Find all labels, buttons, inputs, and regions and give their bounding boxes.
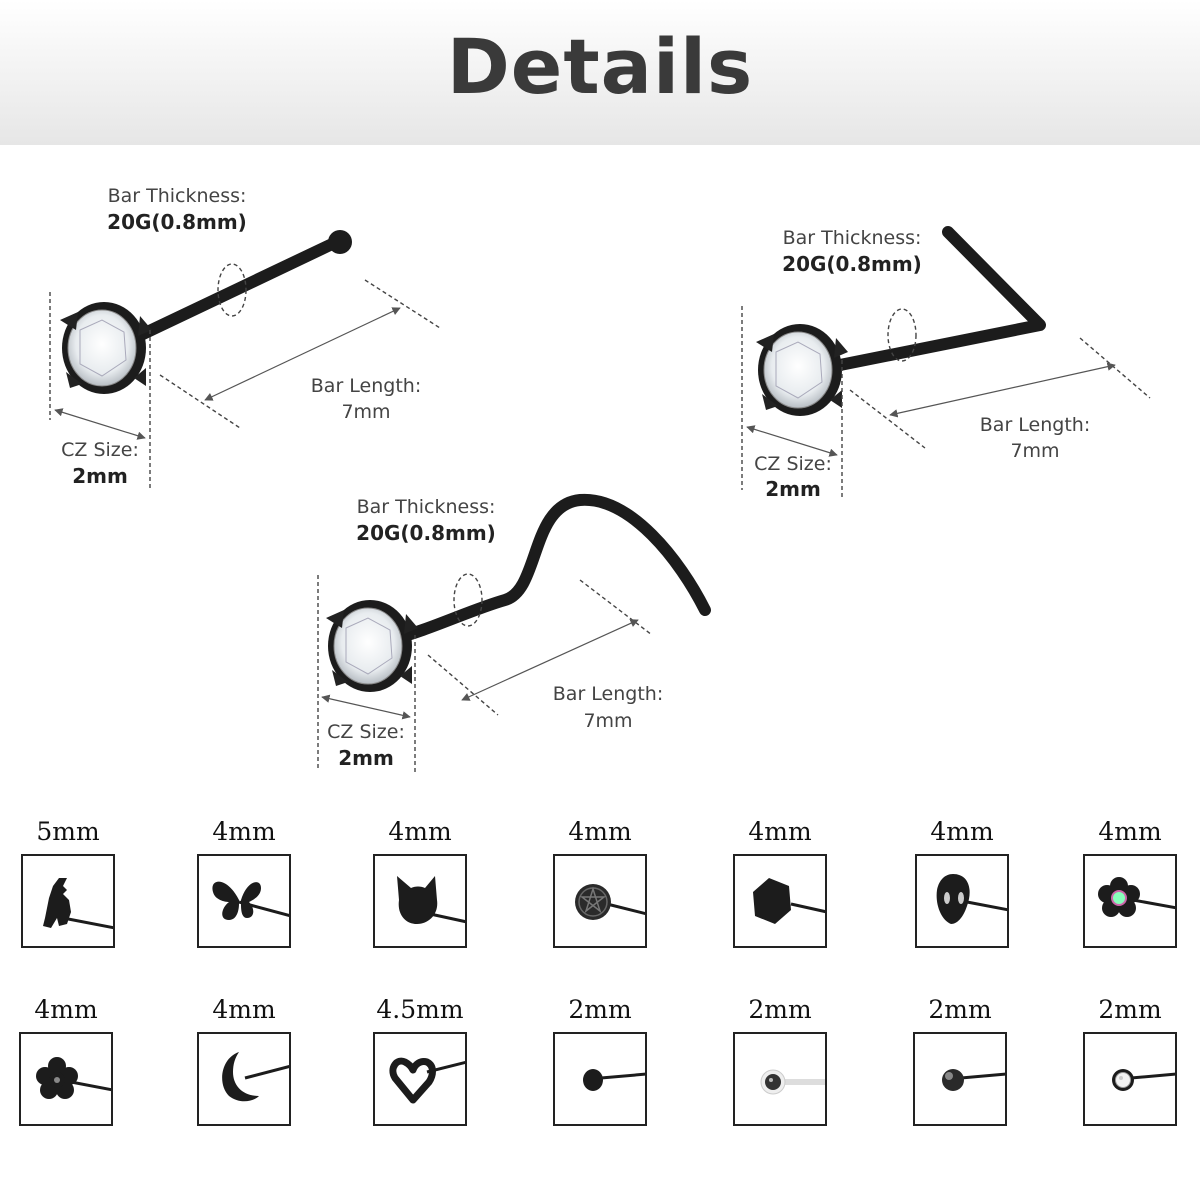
style-option[interactable]: 4mm bbox=[18, 994, 114, 1126]
straight-cz-size-value: 2mm bbox=[72, 464, 128, 488]
screw-cz-size-value: 2mm bbox=[338, 746, 394, 770]
butterfly-icon bbox=[197, 854, 291, 948]
screw-bar-thickness-label: Bar Thickness: bbox=[357, 496, 496, 518]
style-option[interactable]: 4mm bbox=[372, 816, 468, 948]
screw-bar-length-label: Bar Length: bbox=[553, 683, 663, 705]
straight-bar-length-label: Bar Length: bbox=[311, 375, 421, 397]
size-label: 4mm bbox=[34, 995, 98, 1024]
size-label: 4mm bbox=[212, 817, 276, 846]
straight-nose-stud: Bar Thickness: 20G(0.8mm) Bar Length: 7m… bbox=[49, 185, 441, 490]
lshape-bar-length-label: Bar Length: bbox=[980, 414, 1090, 436]
screw-bar-thickness-value: 20G(0.8mm) bbox=[356, 521, 496, 545]
size-label: 5mm bbox=[36, 817, 100, 846]
size-label: 4mm bbox=[212, 995, 276, 1024]
bezel-gem-icon bbox=[1083, 1032, 1177, 1126]
style-option[interactable]: 4mm bbox=[914, 816, 1010, 948]
straight-bar-thickness-value: 20G(0.8mm) bbox=[107, 210, 247, 234]
size-label: 2mm bbox=[748, 995, 812, 1024]
top-style-grid: 5mm 4mm 4mm 4mm 4mm bbox=[0, 816, 1200, 961]
size-label: 4.5mm bbox=[376, 995, 464, 1024]
dinosaur-icon bbox=[21, 854, 115, 948]
lshape-cz-size-label: CZ Size: bbox=[754, 453, 832, 475]
cz-gem bbox=[60, 302, 152, 394]
heart-icon bbox=[373, 1032, 467, 1126]
flower-icon bbox=[19, 1032, 113, 1126]
screw-bar-length-value: 7mm bbox=[583, 710, 632, 732]
product-diagram: Bar Thickness: 20G(0.8mm) Bar Length: 7m… bbox=[49, 185, 1151, 772]
hexagon-icon bbox=[733, 854, 827, 948]
l-shape-nose-stud: Bar Thickness: 20G(0.8mm) Bar Length: 7m… bbox=[741, 226, 1151, 501]
screw-cz-size-label: CZ Size: bbox=[327, 721, 405, 743]
screw-nose-stud: Bar Thickness: 20G(0.8mm) Bar Length: 7m… bbox=[317, 493, 711, 772]
thickness-marker bbox=[887, 308, 917, 362]
straight-cz-size-label: CZ Size: bbox=[61, 439, 139, 461]
style-option[interactable]: 2mm bbox=[912, 994, 1008, 1126]
clear-gem-icon bbox=[733, 1032, 827, 1126]
size-label: 2mm bbox=[1098, 995, 1162, 1024]
cat-head-icon bbox=[373, 854, 467, 948]
style-option[interactable]: 4mm bbox=[552, 816, 648, 948]
alien-icon bbox=[915, 854, 1009, 948]
style-option[interactable]: 4mm bbox=[732, 816, 828, 948]
size-label: 4mm bbox=[388, 817, 452, 846]
cz-gem bbox=[756, 324, 848, 416]
style-option[interactable]: 5mm bbox=[20, 816, 116, 948]
size-label: 4mm bbox=[568, 817, 632, 846]
style-option[interactable]: 2mm bbox=[732, 994, 828, 1126]
size-label: 2mm bbox=[928, 995, 992, 1024]
ball-icon bbox=[913, 1032, 1007, 1126]
lshape-bar-thickness-label: Bar Thickness: bbox=[783, 227, 922, 249]
flat-disc-icon bbox=[553, 1032, 647, 1126]
bottom-style-grid: 4mm 4mm 4.5mm 2mm 2mm bbox=[0, 994, 1200, 1139]
size-label: 4mm bbox=[930, 817, 994, 846]
lshape-cz-size-value: 2mm bbox=[765, 477, 821, 501]
style-option[interactable]: 4.5mm bbox=[372, 994, 468, 1126]
stud-end-ball bbox=[328, 230, 352, 254]
lshape-bar-length-value: 7mm bbox=[1010, 440, 1059, 462]
lshape-bar-thickness-value: 20G(0.8mm) bbox=[782, 252, 922, 276]
style-option[interactable]: 4mm bbox=[196, 994, 292, 1126]
style-option[interactable]: 4mm bbox=[196, 816, 292, 948]
header-banner: Details bbox=[0, 0, 1200, 145]
size-label: 2mm bbox=[568, 995, 632, 1024]
size-label: 4mm bbox=[748, 817, 812, 846]
style-option[interactable]: 2mm bbox=[552, 994, 648, 1126]
straight-bar-length-value: 7mm bbox=[341, 401, 390, 423]
flower-gem-icon bbox=[1083, 854, 1177, 948]
style-option[interactable]: 4mm bbox=[1082, 816, 1178, 948]
size-label: 4mm bbox=[1098, 817, 1162, 846]
page-title: Details bbox=[446, 22, 754, 111]
moon-icon bbox=[197, 1032, 291, 1126]
style-option[interactable]: 2mm bbox=[1082, 994, 1178, 1126]
cz-gem bbox=[326, 600, 418, 692]
pentagram-icon bbox=[553, 854, 647, 948]
straight-bar-thickness-label: Bar Thickness: bbox=[108, 185, 247, 207]
